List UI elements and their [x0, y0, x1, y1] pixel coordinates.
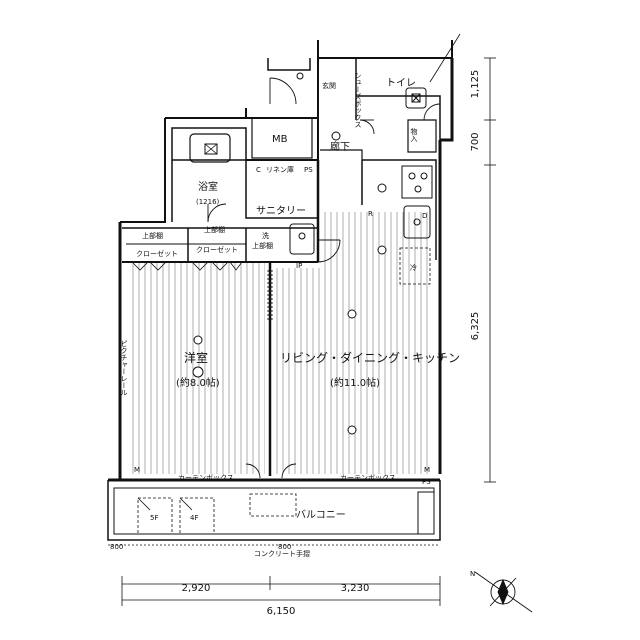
- closet-doors: [131, 261, 273, 320]
- label-m-left: M: [134, 466, 140, 474]
- label-ps-top: PS: [304, 166, 313, 174]
- dim-small-left: 800: [110, 543, 123, 551]
- label-upper-shelf-1: 上部棚: [142, 231, 163, 240]
- label-storage: 物入: [410, 127, 418, 142]
- label-m-right: M: [424, 466, 430, 474]
- label-sanitary: サニタリー: [256, 205, 306, 217]
- dim-small-center: 800: [278, 543, 291, 551]
- evacuation-hatches: [137, 493, 297, 535]
- label-bath: 浴室: [198, 180, 218, 193]
- ceiling-lights: [192, 72, 387, 435]
- label-toilet: トイレ: [386, 78, 416, 89]
- cooktop: [401, 165, 433, 199]
- label-r-mark: R: [368, 210, 373, 218]
- mb-box: [251, 117, 313, 159]
- label-western: 洋室: [184, 350, 208, 365]
- fridge-space: [399, 247, 431, 285]
- label-ldk: リビング・ダイニング・キッチン: [280, 350, 460, 365]
- walls: [108, 40, 454, 482]
- label-ip-mark: IP: [296, 262, 302, 270]
- doors: [207, 77, 441, 479]
- label-fridge: 冷: [410, 263, 417, 272]
- label-mb: MB: [272, 134, 288, 145]
- dim-right-1: 1,125: [470, 70, 481, 99]
- dim-bottom-1: 2,920: [182, 583, 211, 594]
- dimension-lines: [108, 57, 496, 606]
- label-hatch-4f: 4F: [190, 514, 198, 522]
- label-balcony: バルコニー: [296, 509, 346, 521]
- label-genkan: 玄関: [322, 81, 336, 90]
- label-concrete: コンクリート手摺: [254, 549, 310, 558]
- label-bath-size: (1216): [196, 198, 220, 206]
- bathtub: [189, 133, 231, 163]
- kitchen-sink: [403, 205, 431, 239]
- toilet-fixture: [405, 33, 461, 109]
- label-rouka: 廊下: [330, 140, 350, 153]
- label-western-size: (約8.0帖): [176, 376, 220, 389]
- label-ldk-size: (約11.0帖): [330, 376, 380, 389]
- dim-bottom-total: 6,150: [267, 606, 296, 617]
- label-shoe-box: シューズボックス: [354, 72, 362, 128]
- label-curtain-2: カーテンボックス: [340, 474, 396, 482]
- compass-north-label: N: [470, 570, 475, 578]
- washbasin: [289, 223, 315, 255]
- label-hatch-5f: 5F: [150, 514, 158, 522]
- label-washer: 洗: [262, 231, 269, 240]
- label-upper-shelf-wash: 上部棚: [252, 241, 273, 250]
- label-curtain-1: カーテンボックス: [178, 474, 234, 482]
- label-upper-shelf-2: 上部棚: [204, 225, 225, 234]
- label-linen: リネン庫: [266, 165, 294, 174]
- ldk-floor: [276, 268, 430, 474]
- label-picture-rail: ピクチャーレール: [120, 340, 128, 396]
- label-c-mark: C: [256, 166, 261, 174]
- compass-icon: [474, 571, 533, 613]
- dim-right-3: 6,325: [470, 312, 481, 341]
- dim-right-2: 700: [470, 132, 481, 151]
- label-closet-1: クローゼット: [136, 249, 178, 258]
- label-d-mark: D: [422, 212, 427, 220]
- dim-bottom-2: 3,230: [341, 583, 370, 594]
- label-ps-bottom: PS: [422, 478, 431, 486]
- label-closet-2: クローゼット: [196, 245, 238, 254]
- balcony-outline: [107, 480, 441, 541]
